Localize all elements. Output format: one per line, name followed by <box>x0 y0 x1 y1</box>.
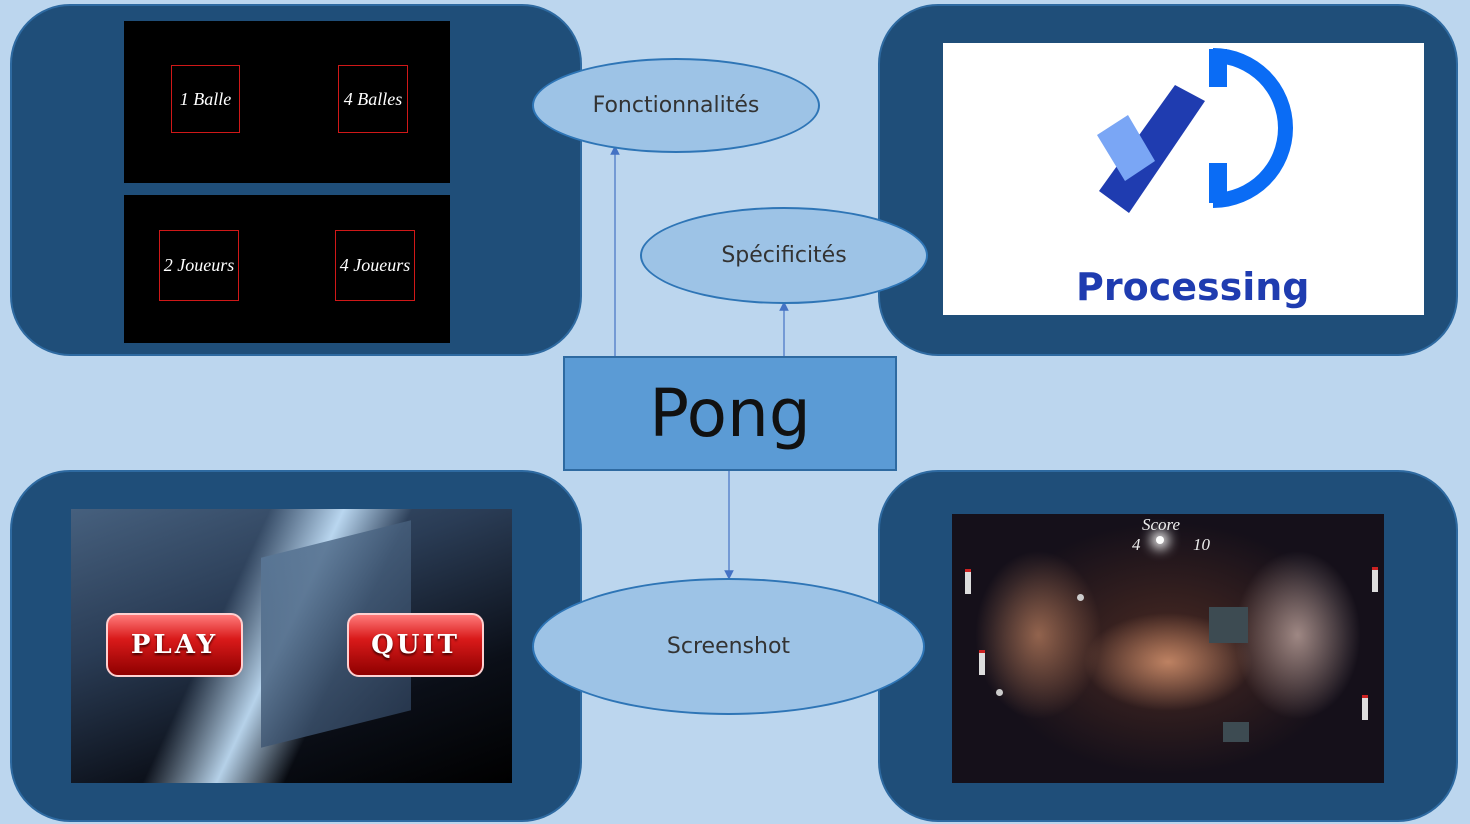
menu-balls-screen: 1 Balle 4 Balles <box>124 21 450 183</box>
center-title: Pong <box>563 356 897 471</box>
score-label: Score <box>1142 515 1181 534</box>
four-balls-option[interactable]: 4 Balles <box>338 65 408 133</box>
two-players-option[interactable]: 2 Joueurs <box>159 230 239 301</box>
quit-button[interactable]: Quit <box>347 613 484 677</box>
game-screen: Score 4 10 <box>952 514 1384 783</box>
four-players-option[interactable]: 4 Joueurs <box>335 230 415 301</box>
play-button[interactable]: Play <box>106 613 243 677</box>
paddle-right-bottom <box>1362 695 1368 720</box>
ball <box>996 689 1003 696</box>
ball <box>1077 594 1084 601</box>
processing-logo: Processing <box>943 43 1424 315</box>
one-ball-option[interactable]: 1 Balle <box>171 65 240 133</box>
paddle-left-bottom <box>979 650 985 675</box>
processing-logo-text: Processing <box>1076 265 1310 309</box>
obstacle-large <box>1209 607 1248 643</box>
star-icon <box>1156 536 1164 544</box>
node-specifics: Spécificités <box>640 207 928 304</box>
start-screen: Play Quit <box>71 509 512 783</box>
score-left: 4 <box>1132 535 1141 554</box>
node-features: Fonctionnalités <box>532 58 820 153</box>
paddle-right-top <box>1372 567 1378 592</box>
obstacle-small <box>1223 722 1249 742</box>
paddle-left-top <box>965 569 971 594</box>
menu-players-screen: 2 Joueurs 4 Joueurs <box>124 195 450 343</box>
node-screenshot: Screenshot <box>532 578 925 715</box>
processing-logo-mark <box>1097 48 1293 213</box>
score-right: 10 <box>1193 535 1210 554</box>
